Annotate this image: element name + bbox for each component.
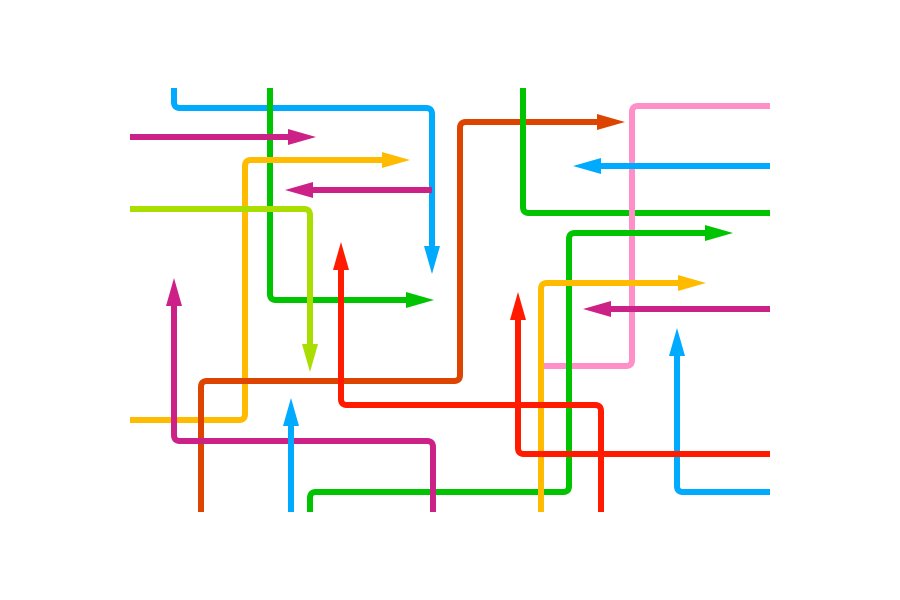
red-arrow-connector <box>510 292 770 457</box>
arrowhead-icon <box>510 292 526 320</box>
blue-arrow-connector <box>573 158 770 174</box>
blue-arrow-connector <box>171 88 440 274</box>
arrowhead-icon <box>382 152 410 168</box>
arrowhead-icon <box>288 129 316 145</box>
magenta-arrow-connector <box>130 129 316 145</box>
arrowhead-icon <box>406 292 434 308</box>
yellow-arrow-connector <box>538 275 706 512</box>
magenta-arrow-connector <box>166 278 436 512</box>
arrowhead-icon <box>302 344 318 372</box>
connector-line <box>307 230 707 512</box>
arrowhead-icon <box>583 301 611 317</box>
blue-arrow-connector <box>283 398 299 512</box>
arrowhead-icon <box>166 278 182 306</box>
connector-line <box>538 280 680 512</box>
lime-arrow-connector <box>130 206 318 372</box>
orange-arrow-connector <box>198 114 625 512</box>
magenta-arrow-connector <box>583 301 770 317</box>
connector-line <box>515 318 770 457</box>
green-arrow-connector <box>307 225 733 512</box>
connector-line <box>198 119 599 512</box>
arrowhead-icon <box>678 275 706 291</box>
green-arrow-connector <box>267 88 434 308</box>
red-arrow-connector <box>333 242 604 512</box>
connector-line <box>130 206 313 346</box>
arrowhead-icon <box>285 182 313 198</box>
connector-line <box>267 88 408 303</box>
blue-arrow-connector <box>669 328 770 495</box>
connector-line <box>338 268 604 512</box>
arrowhead-icon <box>669 328 685 356</box>
green-arrow-connector <box>520 88 770 216</box>
arrowhead-icon <box>333 242 349 270</box>
connector-line <box>130 157 384 423</box>
yellow-arrow-connector <box>130 152 410 423</box>
arrowhead-icon <box>283 398 299 426</box>
arrowhead-icon <box>705 225 733 241</box>
arrowhead-icon <box>597 114 625 130</box>
magenta-arrow-connector <box>285 182 432 198</box>
arrowhead-icon <box>424 246 440 274</box>
connector-line <box>674 354 770 495</box>
arrowhead-icon <box>573 158 601 174</box>
connector-line <box>171 304 436 512</box>
connector-line <box>171 88 435 248</box>
connector-line <box>520 88 770 216</box>
